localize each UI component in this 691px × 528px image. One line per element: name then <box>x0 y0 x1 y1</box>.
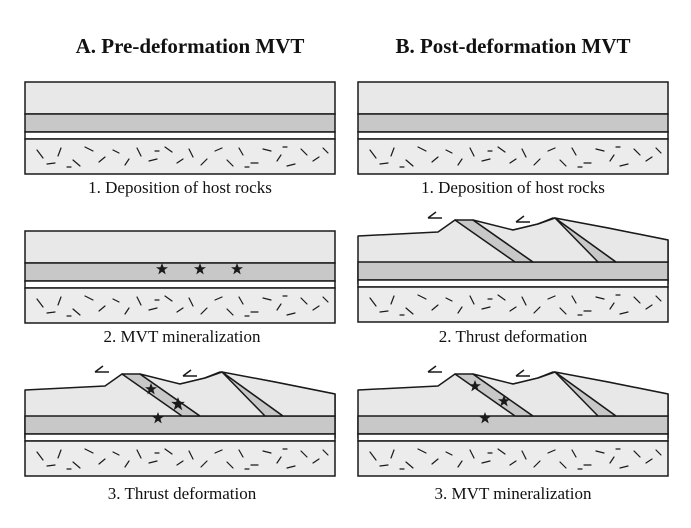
caption-a1: 1. Deposition of host rocks <box>88 178 272 197</box>
caption-a2: 2. MVT mineralization <box>103 327 261 346</box>
panel-b1-flat-strata <box>357 81 669 174</box>
caption-b1: 1. Deposition of host rocks <box>421 178 605 197</box>
caption-a3: 3. Thrust deformation <box>107 484 257 503</box>
column-a-heading: A. Pre-deformation MVT <box>75 34 305 58</box>
caption-b3: 3. MVT mineralization <box>434 484 592 503</box>
panel-a2-mineralized-strata <box>24 230 336 324</box>
panel-b3-thrusted-mineralized <box>358 364 668 477</box>
panel-a3-thrusted-mineralized <box>25 364 335 477</box>
caption-b2: 2. Thrust deformation <box>438 327 588 346</box>
panel-a1-flat-strata <box>24 81 336 174</box>
column-b-heading: B. Post-deformation MVT <box>395 34 631 58</box>
panel-b2-thrusted-strata <box>358 210 668 323</box>
